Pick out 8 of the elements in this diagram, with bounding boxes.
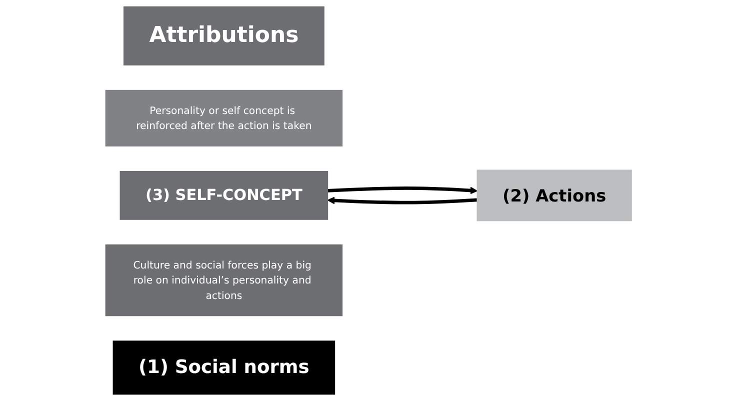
arrow [327, 196, 478, 204]
node-box: (2) Actions [476, 170, 632, 222]
node-box: (3) SELF-CONCEPT [120, 170, 328, 220]
node-box: Attributions [123, 6, 324, 66]
node-box: (1) Social norms [112, 340, 335, 395]
arrow [327, 186, 478, 194]
node-box: Culture and social forces play a big role on individual’s personality and actions [105, 244, 342, 316]
node-box: Personality or self concept is reinforced after the action is taken [105, 90, 342, 146]
